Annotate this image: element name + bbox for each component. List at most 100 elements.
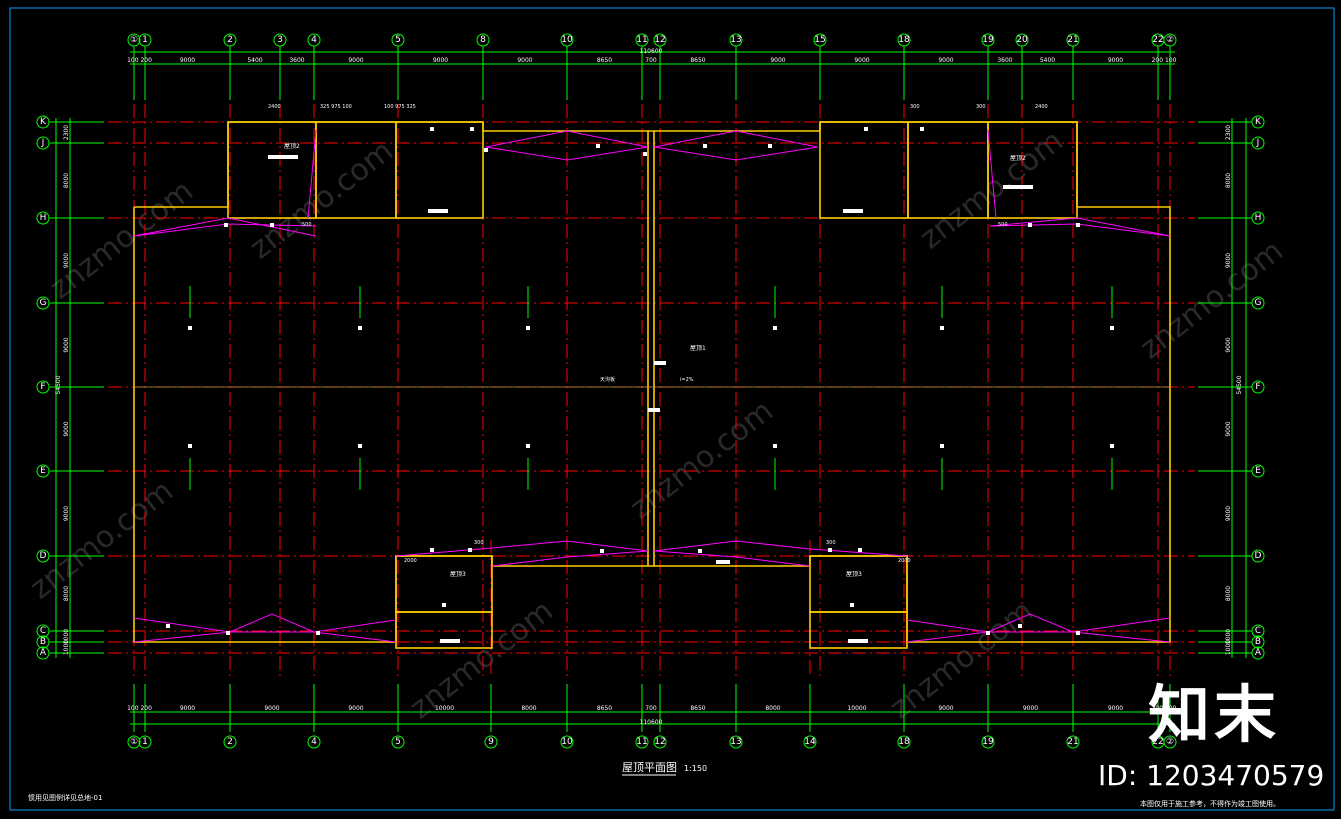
stair-box-right-1	[819, 121, 909, 219]
drain-mark	[703, 144, 707, 148]
dim-value-right: 9000	[1225, 337, 1232, 352]
axis-bubble-circle	[36, 211, 50, 225]
axis-bubble-circle	[1251, 211, 1265, 225]
dim-value-bottom: 700	[645, 705, 657, 712]
axis-bubble-label: 11	[636, 737, 647, 747]
axis-bubble-circle	[1251, 136, 1265, 150]
axis-bubble-circle	[127, 735, 141, 749]
dim-value-top: 9000	[770, 57, 785, 64]
axis-bubble-circle	[635, 33, 649, 47]
axis-bubble-label: C	[1255, 626, 1261, 636]
axis-bubble-label: 3	[277, 35, 283, 45]
bottom-box-right-lower	[809, 611, 908, 649]
drain-mark	[920, 127, 924, 131]
axis-bubble-circle	[36, 296, 50, 310]
axis-bubble-circle	[476, 33, 490, 47]
slope-bottom-right-b	[906, 631, 1171, 643]
note-block	[843, 209, 863, 213]
axis-bubble-circle	[36, 646, 50, 660]
dim-value-right: 9000	[1225, 253, 1232, 268]
axis-bubble-circle	[307, 735, 321, 749]
axis-bubble-label: 12	[654, 737, 665, 747]
dim-value-bottom: 9000	[264, 705, 279, 712]
total-dim-right: 54500	[1236, 375, 1243, 394]
room-label: 屋顶2	[1010, 155, 1026, 162]
axis-bubble-label: B	[40, 637, 46, 647]
small-dim-label: 500	[998, 222, 1008, 228]
axis-bubble-circle	[1251, 646, 1265, 660]
note-block	[716, 560, 730, 564]
dim-value-left: 8000	[63, 173, 70, 188]
drain-mark	[858, 548, 862, 552]
axis-bubble-circle	[1251, 635, 1265, 649]
axis-bubble-bottom: 10	[560, 735, 574, 749]
axis-bubble-label: 20	[1016, 35, 1028, 45]
dim-value-left: 9000	[63, 506, 70, 521]
watermark-text: znzmo.com	[243, 133, 399, 266]
axis-bubble-label: F	[1255, 382, 1260, 392]
drain-mark	[468, 548, 472, 552]
drain-mark	[188, 326, 192, 330]
watermark-text: znzmo.com	[623, 393, 779, 526]
drain-mark	[986, 631, 990, 635]
axis-bubble-label: G	[40, 298, 47, 308]
axis-bubble-bottom: 12	[653, 735, 667, 749]
axis-bubble-circle	[391, 33, 405, 47]
axis-bubble-circle	[138, 735, 152, 749]
dim-value-right: 9000	[1225, 421, 1232, 436]
axis-bubble-label: J	[1256, 138, 1260, 148]
axis-bubble-circle	[1251, 549, 1265, 563]
axis-bubble-top: 4	[307, 33, 321, 47]
axis-bubble-left: B	[36, 635, 50, 649]
dim-value-top: 700	[645, 57, 657, 64]
watermark-text: znzmo.com	[23, 473, 179, 606]
axis-bubble-left: J	[36, 136, 50, 150]
stair-box-right-3	[987, 121, 1078, 219]
axis-bubble-circle	[273, 33, 287, 47]
dim-value-top: 100 200	[127, 57, 152, 64]
drain-marks	[166, 127, 1114, 643]
axis-bubble-top: 13	[729, 33, 743, 47]
drain-mark	[226, 631, 230, 635]
axis-bubble-label: 15	[814, 35, 825, 45]
dim-value-left: 1000	[63, 629, 70, 644]
axis-bubble-circle	[653, 33, 667, 47]
drain-mark	[270, 223, 274, 227]
axis-bubble-circle	[1251, 296, 1265, 310]
axis-bubble-top: 20	[1015, 33, 1029, 47]
drawing-scale: 1:150	[684, 764, 707, 773]
axis-bubble-top: 2	[223, 33, 237, 47]
drain-mark	[316, 631, 320, 635]
drain-mark	[773, 444, 777, 448]
axis-bubble-label: 1	[142, 35, 148, 45]
dim-value-top: 9000	[854, 57, 869, 64]
drain-mark	[1028, 223, 1032, 227]
axis-bubble-left: K	[36, 115, 50, 129]
axis-bubble-label: B	[1255, 637, 1261, 647]
dim-value-right: 9000	[1225, 506, 1232, 521]
slope-top-left	[485, 130, 649, 148]
slope-bottom-center-left	[395, 540, 649, 557]
axis-bubble-top: 10	[560, 33, 574, 47]
axis-bubble-label: 22	[1152, 35, 1163, 45]
watermark-text: znzmo.com	[43, 173, 199, 306]
small-dim-label: 100 975 325	[384, 104, 416, 110]
axis-bubble-circle	[1251, 624, 1265, 638]
axis-bubble-top: 8	[476, 33, 490, 47]
axis-bubble-top: 1	[138, 33, 152, 47]
dim-value-top: 5400	[1040, 57, 1055, 64]
total-dim-left: 54500	[55, 375, 62, 394]
axis-bubble-right: F	[1251, 380, 1265, 394]
drain-mark	[1076, 631, 1080, 635]
axis-bubble-left: A	[36, 646, 50, 660]
axis-bubble-circle	[897, 735, 911, 749]
axis-bubble-circle	[138, 33, 152, 47]
axis-bubble-label: ①	[130, 737, 138, 747]
axis-bubble-label: 5	[395, 737, 401, 747]
axis-bubble-label: 2	[227, 35, 233, 45]
gutter-note: 天沟板	[600, 376, 615, 383]
slope-bottom-center-left-b	[491, 550, 649, 567]
